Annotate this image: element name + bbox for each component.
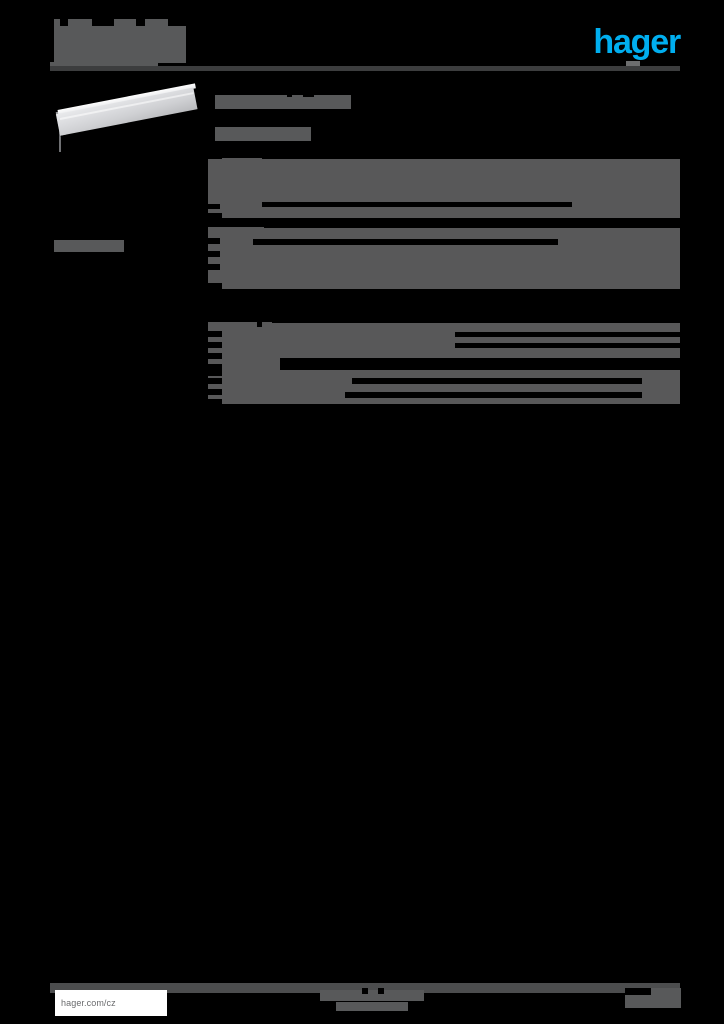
b3-row-separator-5 — [345, 392, 642, 398]
footer-center-redacted-line-2 — [336, 1002, 408, 1011]
b2-row-separator-1 — [253, 239, 558, 245]
b2-ko-notch-2 — [208, 251, 220, 257]
b2-ko-top-right — [264, 222, 680, 228]
left-column-label-redacted — [54, 240, 124, 252]
b3-ko-notch-7 — [208, 399, 222, 404]
header-rule-tick — [626, 61, 640, 66]
b1-ko-left-notch — [208, 204, 220, 209]
b2-ko-bottom-left — [208, 283, 222, 289]
title-knockout-2 — [92, 19, 114, 26]
b1-row-separator-1 — [262, 202, 572, 207]
b1-ko-bottom-left — [208, 213, 222, 219]
title-knockout-4 — [168, 19, 186, 26]
footer-knockout-2 — [378, 988, 384, 994]
title-knockout-1 — [60, 19, 68, 26]
b2-ko-notch-3 — [208, 264, 220, 270]
product-heading-text — [215, 95, 216, 96]
product-subheading-text — [215, 127, 216, 128]
title-knockout-3 — [136, 19, 145, 26]
footer-website-link[interactable]: hager.com/cz — [55, 990, 167, 1016]
b3-ko-notch-2 — [208, 342, 222, 348]
b2-ko-notch-1 — [208, 238, 220, 244]
b3-ko-notch-3 — [208, 353, 222, 359]
product-heading-redacted — [215, 95, 351, 109]
footer-center-text — [320, 990, 321, 991]
footer-page-knockout — [625, 988, 651, 995]
b3-row-separator-1 — [455, 332, 680, 337]
product-dimension-tick-icon — [59, 124, 61, 152]
product-image — [50, 83, 205, 164]
footer-knockout-1 — [362, 988, 368, 994]
b3-ko-dot — [257, 322, 262, 327]
spec-table-block-2 — [208, 227, 680, 289]
b3-ko-top-right — [272, 317, 680, 323]
spec-block-2-label — [208, 227, 209, 228]
page-title-text — [54, 19, 55, 20]
b3-ko-notch-6 — [208, 389, 222, 395]
heading-knockout-2 — [303, 92, 314, 97]
b3-ko-notch-5 — [208, 378, 222, 384]
b3-row-separator-3 — [280, 358, 680, 370]
b3-ko-notch-4 — [208, 364, 222, 376]
b1-ko-top-right — [262, 153, 680, 159]
b3-ko-notch-1 — [208, 331, 222, 337]
b3-row-separator-2 — [455, 343, 680, 348]
heading-knockout-1 — [287, 92, 292, 97]
left-column-label-text — [54, 240, 55, 241]
header-rule-accent — [50, 62, 158, 67]
spec-block-3-label — [208, 322, 209, 323]
header-rule — [50, 66, 680, 71]
page-title-redacted — [54, 19, 186, 63]
product-subheading-redacted — [215, 127, 311, 141]
b3-row-separator-4 — [352, 378, 642, 384]
footer-center-redacted-line-1 — [320, 990, 424, 1001]
b1-ko-top-left — [208, 153, 222, 159]
hager-logo: hager — [593, 23, 681, 61]
spec-table-block-1 — [208, 158, 680, 218]
